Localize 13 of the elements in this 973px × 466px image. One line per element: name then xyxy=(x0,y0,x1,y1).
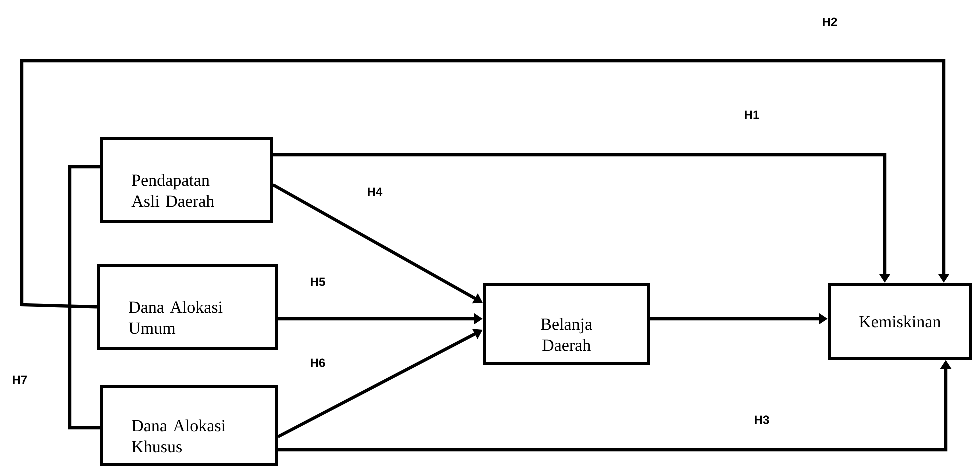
edge-label: H6 xyxy=(309,358,327,368)
edge-label: H3 xyxy=(753,414,771,426)
box: Dana Alokasi Umum xyxy=(97,264,278,350)
box: Pendapatan Asli Daerah xyxy=(100,137,274,224)
edge-label: H4 xyxy=(366,186,384,198)
box: Belanja Daerah xyxy=(483,283,650,366)
edge-label: H1 xyxy=(743,110,761,120)
edge-label: H7 xyxy=(11,374,29,386)
edge-label: H5 xyxy=(309,276,327,288)
box: Dana Alokasi Khusus xyxy=(100,385,278,466)
arrow xyxy=(20,59,950,309)
edge-label: H2 xyxy=(821,16,839,28)
box: Kemiskinan xyxy=(828,283,972,360)
